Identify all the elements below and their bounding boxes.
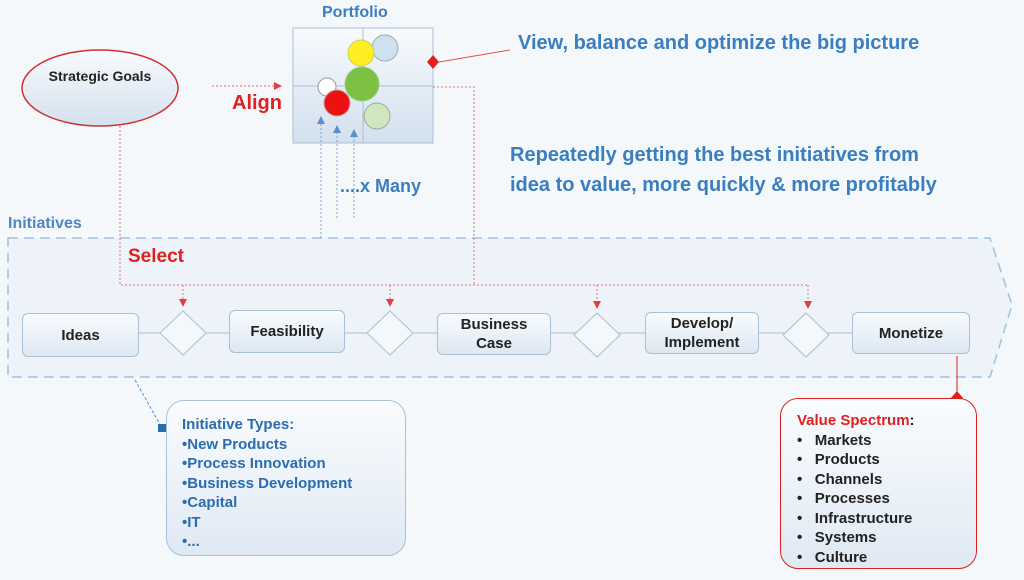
list-item: •Capital [182,494,238,511]
headline-big-picture: View, balance and optimize the big pictu… [518,32,920,54]
bubble-lightblue [371,34,399,62]
list-item: Culture [814,548,868,566]
list-item: Processes [814,490,890,507]
stage-monetize: Monetize [852,312,970,354]
value-spectrum-box: Value Spectrum: • Markets • Products • C… [780,398,977,569]
strategic-goals: Strategic Goals [48,68,152,84]
headline-repeatedly-1: Repeatedly getting the best initiatives … [510,144,919,166]
list-item: Channels [814,470,883,488]
select-label: Select [128,246,184,267]
bubble-lightgreen [363,102,391,130]
list-item: •... [182,533,200,550]
list-item: Products [814,451,880,468]
stage-develop-implement: Develop/ Implement [645,312,759,354]
bubble-yellow [347,39,375,67]
stage-business-case: Business Case [437,313,551,355]
many-label: ....x Many [340,176,422,196]
stage-ideas: Ideas [22,313,139,357]
list-item: •IT [182,513,201,531]
list-item: Infrastructure [814,509,913,527]
value-spectrum-title: Value Spectrum [797,412,910,429]
portfolio-title: Portfolio [322,4,388,21]
headline-repeatedly-2: idea to value, more quickly & more profi… [510,174,937,196]
bubble-red [323,89,351,117]
list-item: Markets [814,431,872,449]
list-item: •New Products [182,435,288,453]
initiatives-label: Initiatives [8,215,82,232]
list-item: •Process Innovation [182,455,326,472]
initiative-types-box: Initiative Types: •New Products •Process… [166,400,406,556]
list-item: Systems [814,529,877,546]
initiative-types-title: Initiative Types: [182,416,295,433]
list-item: •Business Development [182,474,353,492]
bubble-green [344,66,380,102]
strategic-goals-ellipse [21,49,179,127]
align-label: Align [232,92,282,114]
stage-feasibility: Feasibility [229,310,345,353]
